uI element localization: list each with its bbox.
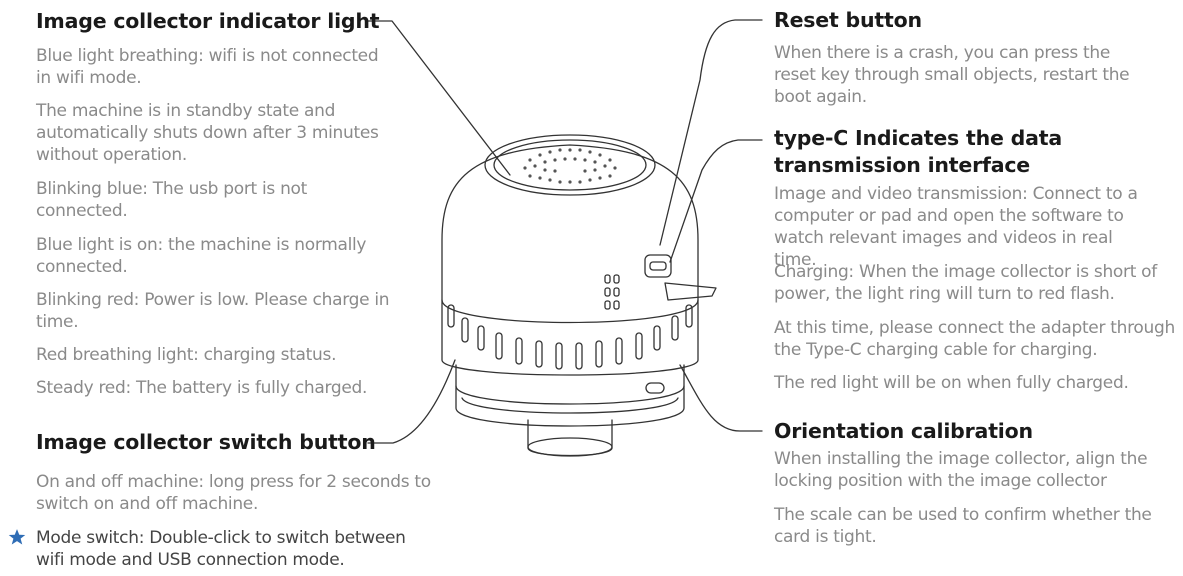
switch-item: Mode switch: Double-click to switch betw… [36, 528, 406, 570]
indicator-item: Blinking red: Power is low. Please charg… [36, 290, 390, 332]
switch-heading: Image collector switch button [36, 430, 376, 454]
leader-line-switch [367, 359, 456, 444]
indicator-item: Steady red: The battery is fully charged… [36, 378, 368, 398]
indicator-light-grille [523, 148, 617, 184]
orientation-heading: Orientation calibration [774, 419, 1033, 443]
indicator-heading: Image collector indicator light [36, 9, 380, 33]
indicator-item: Red breathing light: charging status. [36, 345, 337, 365]
typec-item: Charging: When the image collector is sh… [774, 262, 1157, 304]
indicator-item: Blue light breathing: wifi is not connec… [36, 46, 379, 88]
port-cover [664, 282, 717, 301]
leader-line-indicator [367, 20, 511, 176]
typec-heading: type-C Indicates the data transmission i… [774, 126, 1062, 177]
orientation-item: When installing the image collector, ali… [774, 449, 1148, 491]
indicator-item: The machine is in standby state and auto… [36, 101, 379, 165]
typec-item: At this time, please connect the adapter… [774, 318, 1175, 360]
switch-item: On and off machine: long press for 2 sec… [36, 472, 431, 514]
leader-line-typec [669, 139, 763, 263]
typec-port-icon [644, 254, 672, 278]
device-body [441, 144, 699, 376]
typec-item: The red light will be on when fully char… [774, 373, 1129, 393]
orientation-item: The scale can be used to confirm whether… [774, 505, 1152, 547]
leader-line-reset [659, 19, 763, 246]
grip-ridges [447, 304, 693, 370]
indicator-item: Blue light is on: the machine is normall… [36, 235, 367, 277]
typec-item: Image and video transmission: Connect to… [774, 184, 1138, 270]
star-icon [8, 529, 26, 545]
reset-item: When there is a crash, you can press the… [774, 43, 1130, 107]
indicator-item: Blinking blue: The usb port is not conne… [36, 179, 308, 221]
reset-heading: Reset button [774, 8, 922, 32]
leader-line-orientation [679, 364, 763, 432]
switch-button-icon [645, 382, 665, 394]
device-base [455, 364, 685, 427]
side-grille [604, 274, 620, 310]
